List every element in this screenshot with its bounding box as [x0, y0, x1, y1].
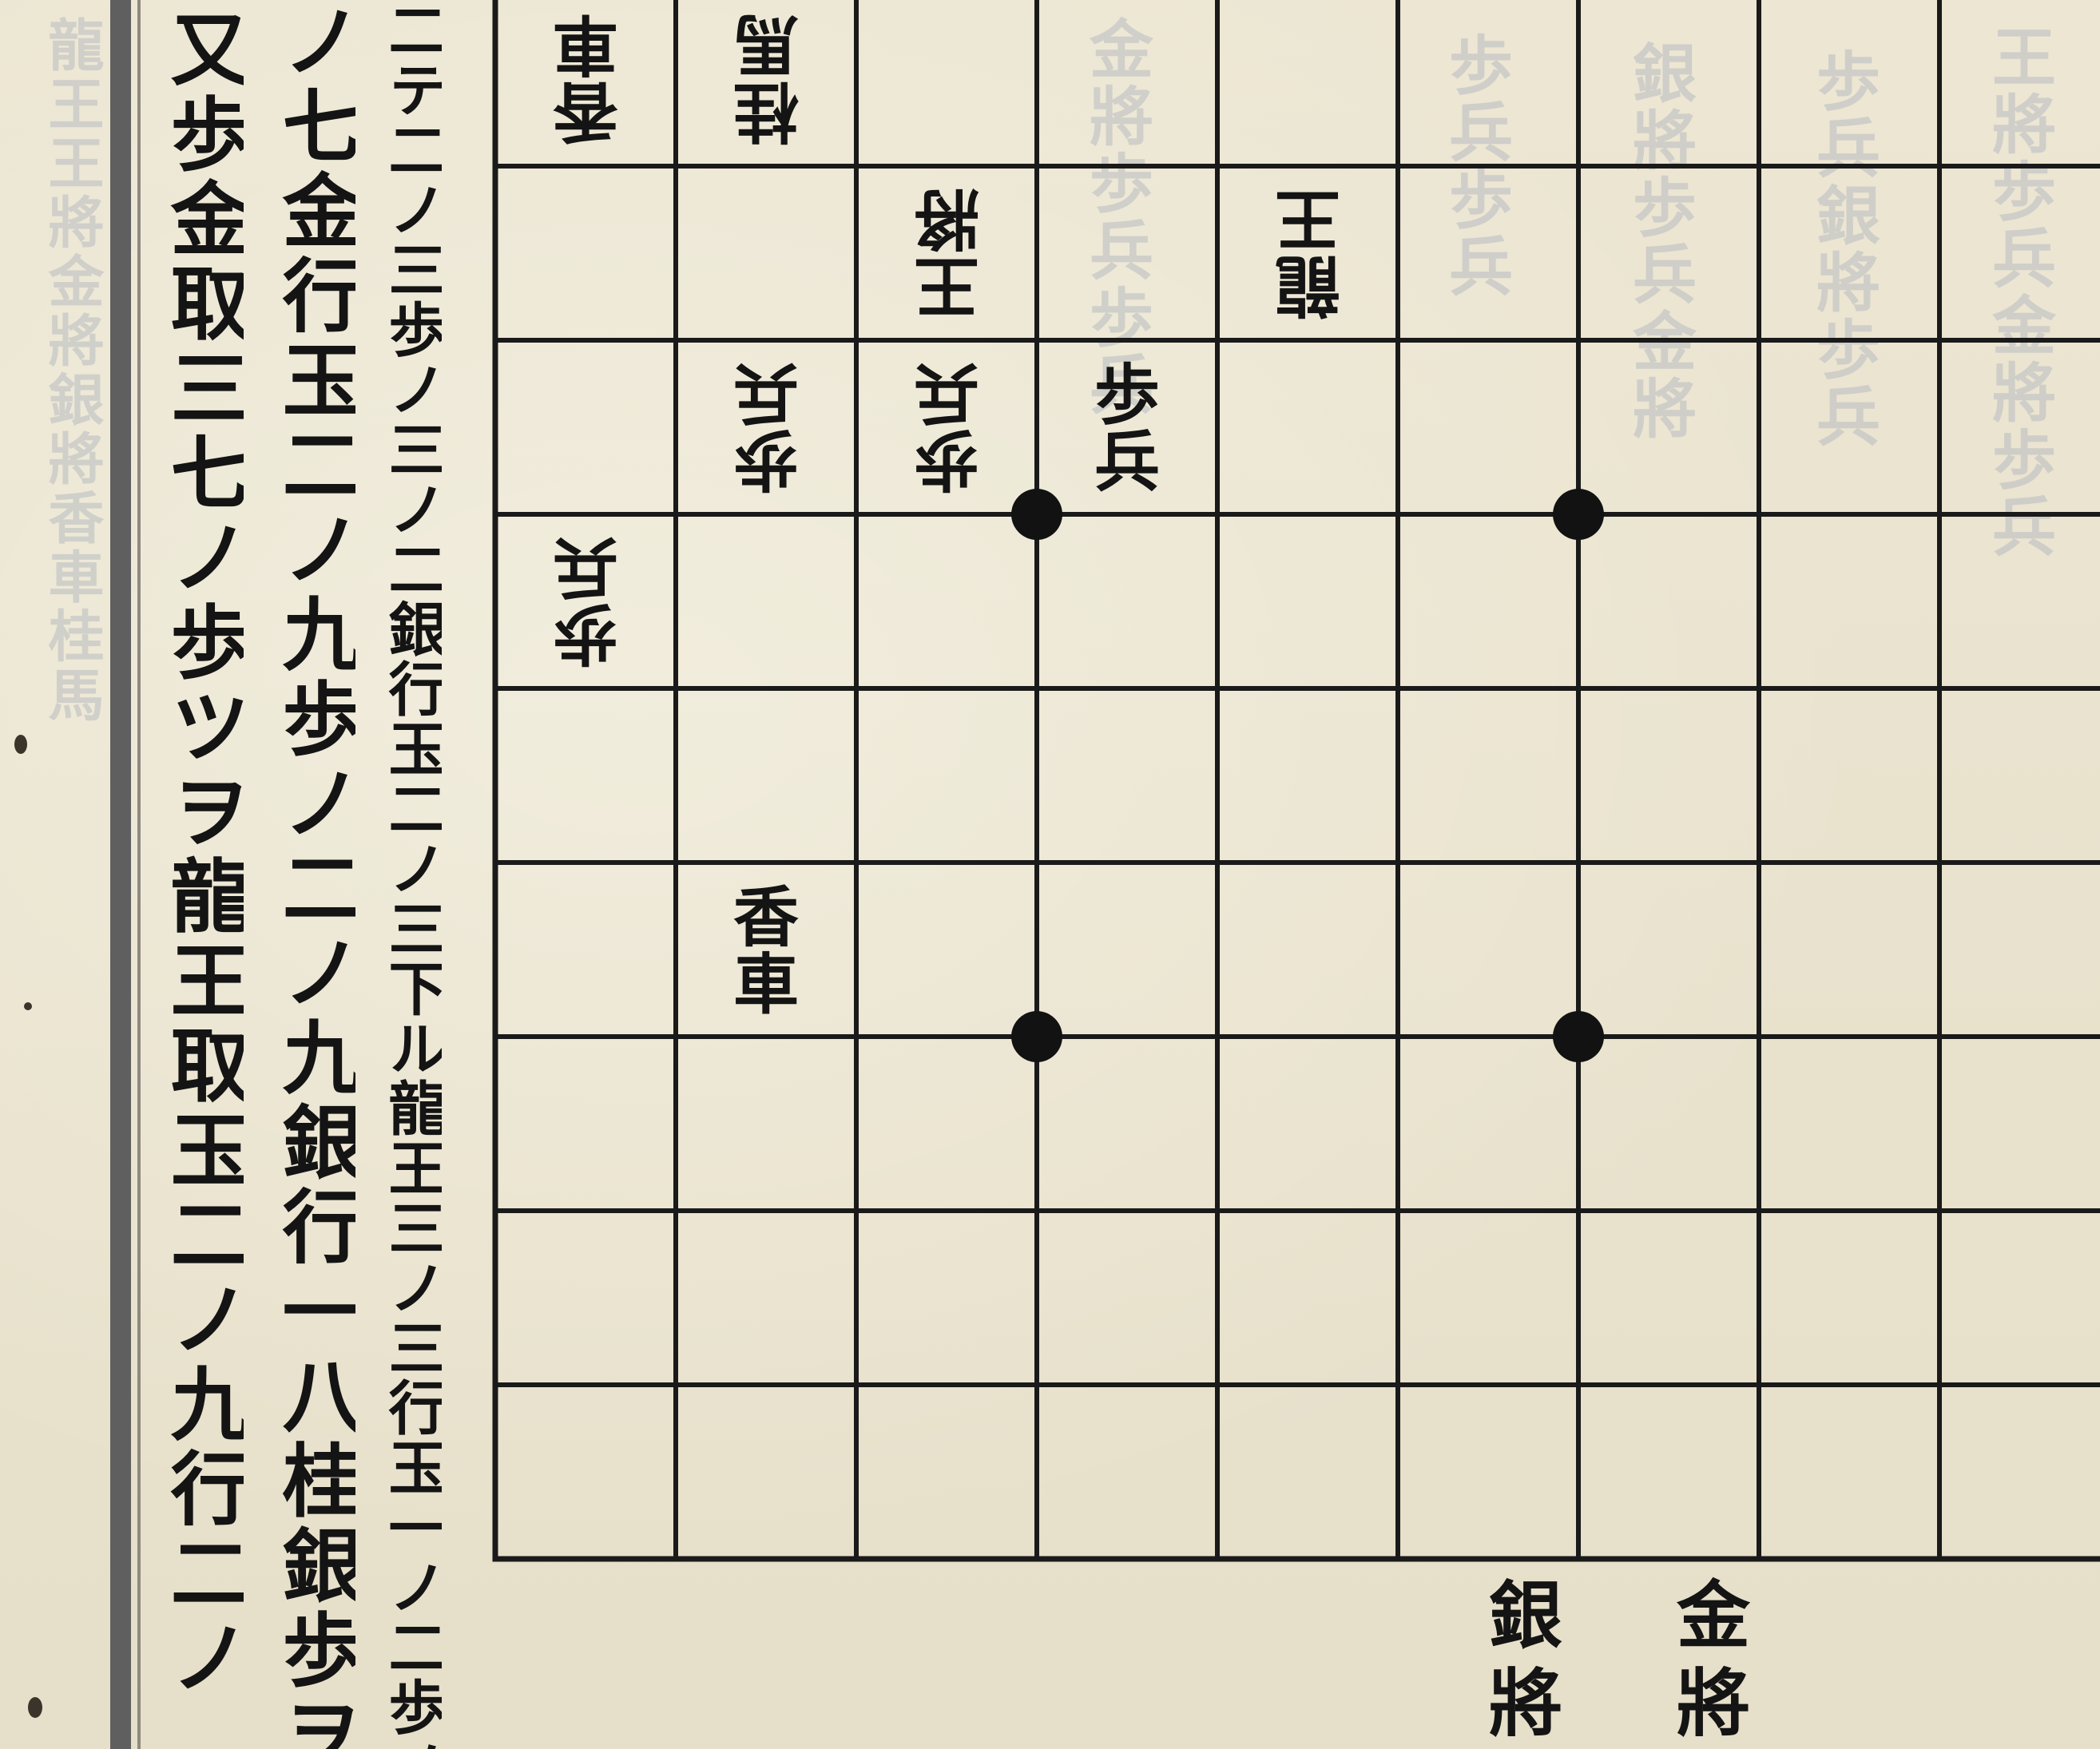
- piece-glyph: 兵: [1094, 424, 1160, 501]
- piece-glyph: 兵: [553, 528, 618, 605]
- piece-glyph: 兵: [733, 354, 799, 430]
- hand-piece-glyph: 將: [1677, 1660, 1750, 1747]
- hand-piece-glyph: 金: [1676, 1573, 1751, 1659]
- board-piece: 香車: [553, 6, 618, 149]
- ink-speck: [24, 1002, 32, 1010]
- piece-glyph: 車: [553, 6, 618, 82]
- bleed-through-column: 金將歩兵歩兵: [1079, 16, 1154, 418]
- bleed-through-column: 王將歩兵金將歩兵: [1982, 24, 2057, 561]
- piece-glyph: 歩: [1094, 357, 1160, 434]
- hand-piece: 金將: [1676, 1573, 1751, 1747]
- piece-glyph: 兵: [914, 354, 979, 430]
- board-piece: 歩兵: [914, 354, 979, 498]
- piece-glyph: 王: [1275, 180, 1340, 256]
- ink-speck: [28, 1697, 42, 1718]
- piece-glyph: 歩: [914, 421, 979, 498]
- board-piece: 歩兵: [1094, 357, 1160, 501]
- piece-glyph: 龍: [1275, 247, 1340, 323]
- text-column-2: ノ七金行玉二ノ九歩ノ二ノ九銀行一八桂銀歩ヲ取六八: [276, 0, 355, 1749]
- star-point: [1011, 1011, 1062, 1062]
- margin-rule-thin: [137, 0, 141, 1749]
- piece-glyph: 馬: [733, 6, 799, 82]
- hand-piece-glyph: 銀: [1489, 1573, 1562, 1659]
- board-piece: 王將: [914, 180, 979, 323]
- hand-piece-glyph: 將: [1489, 1660, 1562, 1747]
- board-pieces: 香車桂馬王將龍王歩兵歩兵歩兵歩兵香車: [553, 6, 1340, 1023]
- piece-glyph: 歩: [553, 595, 618, 672]
- text-column-3: 又歩金取三七ノ歩ツヲ龍王取玉二ノ九行二ノ: [164, 8, 244, 1701]
- text-column-1: 二テ二ノ三歩ノ三ノ二銀行玉二ノ三下ル龍王三ノ三行玉一ノ二歩ノ龍王ニノ二: [383, 0, 442, 1749]
- hand-piece: 銀將: [1489, 1573, 1562, 1747]
- star-point: [1011, 489, 1062, 540]
- piece-glyph: 車: [733, 946, 799, 1023]
- board-piece: 香車: [733, 879, 799, 1023]
- star-point: [1553, 1011, 1604, 1062]
- bleed-through-column: 歩兵銀將歩兵: [1806, 48, 1881, 450]
- board-piece: 歩兵: [553, 528, 618, 672]
- piece-glyph: 王: [914, 247, 979, 323]
- piece-glyph: 歩: [733, 421, 799, 498]
- board-grid: [492, 0, 2100, 1562]
- piece-glyph: 桂: [733, 73, 799, 149]
- piece-glyph: 將: [914, 180, 979, 256]
- bleed-through-column: 銀將歩兵金將: [1622, 40, 1697, 442]
- bleed-through-column: 龍王王將金將銀將香車桂馬: [39, 16, 105, 725]
- ink-speck: [14, 735, 27, 754]
- board-star-points: [1011, 489, 1604, 1062]
- board-piece: 桂馬: [733, 6, 799, 149]
- board-piece: 龍王: [1275, 180, 1340, 323]
- piece-glyph: 香: [733, 879, 799, 956]
- board-piece: 歩兵: [733, 354, 799, 498]
- margin-rule: [110, 0, 131, 1749]
- piece-glyph: 香: [553, 73, 618, 149]
- star-point: [1553, 489, 1604, 540]
